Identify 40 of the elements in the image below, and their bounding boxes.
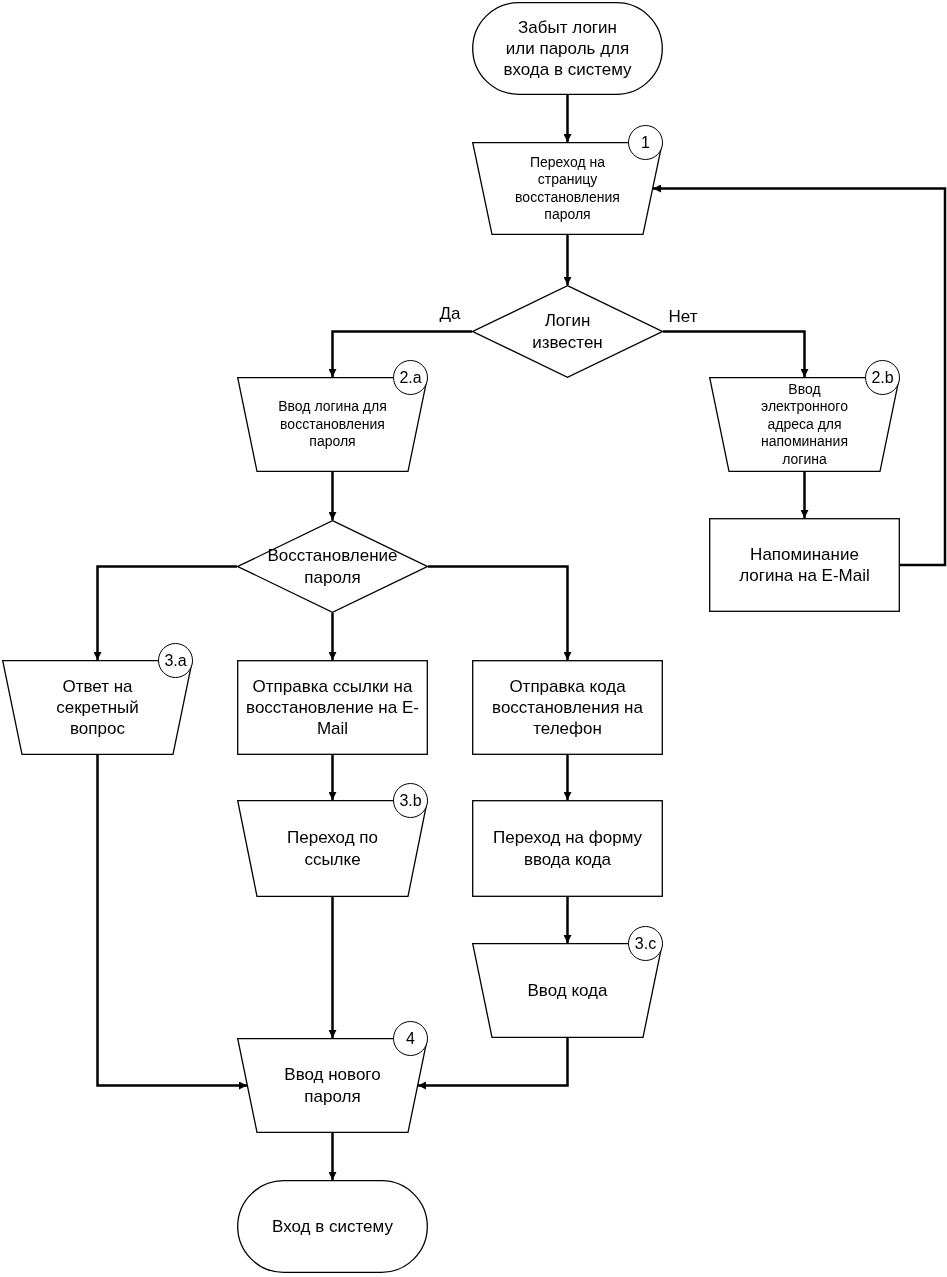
arrow xyxy=(328,472,337,520)
decision-diamond xyxy=(472,285,663,378)
arrow xyxy=(328,613,337,660)
decision-diamond xyxy=(237,520,428,613)
process-box xyxy=(237,660,428,755)
arrow xyxy=(328,897,337,1038)
node-text: Восстановление пароля xyxy=(267,545,398,588)
node-text: Отправка кода восстановления на телефон xyxy=(491,675,644,740)
arrow xyxy=(93,565,237,660)
node-text: Напоминание логина на E-Mail xyxy=(738,543,871,587)
node-text: Переход на форму ввода кода xyxy=(492,827,643,870)
node-text: Ввод кода xyxy=(527,979,608,1002)
edge-label: Нет xyxy=(666,307,700,325)
arrow xyxy=(653,184,947,567)
arrow xyxy=(663,330,809,377)
arrow xyxy=(328,1133,337,1180)
node-text: Ответ на секретный вопрос xyxy=(55,675,140,740)
arrow xyxy=(96,755,247,1090)
node-text: Переход на страницу восстановления пароля xyxy=(514,153,621,224)
node-text: Вход в систему xyxy=(272,1215,393,1238)
process-box xyxy=(709,518,900,612)
process-box xyxy=(472,800,663,897)
node-text: Забыт логин или пароль для входа в систему xyxy=(502,16,633,81)
arrow xyxy=(328,330,472,377)
edge-label: Да xyxy=(437,304,463,322)
node-text: Ввод электронного адреса для напоминания логина xyxy=(760,380,849,469)
node-text: Переход по ссылке xyxy=(286,827,379,870)
arrow xyxy=(428,565,572,660)
arrow xyxy=(563,235,572,285)
node-text: Ввод логина для восстановления пароля xyxy=(277,398,388,451)
arrow xyxy=(563,897,572,943)
arrow xyxy=(563,755,572,800)
arrow xyxy=(418,1038,569,1090)
arrow xyxy=(328,755,337,800)
arrow xyxy=(800,472,809,518)
process-box xyxy=(472,660,663,755)
node-text: Ввод нового пароля xyxy=(283,1064,382,1107)
node-text: Отправка ссылки на восстановление на E-Mail xyxy=(245,675,420,740)
node-text: Логин известен xyxy=(531,310,604,353)
arrow xyxy=(563,95,572,142)
